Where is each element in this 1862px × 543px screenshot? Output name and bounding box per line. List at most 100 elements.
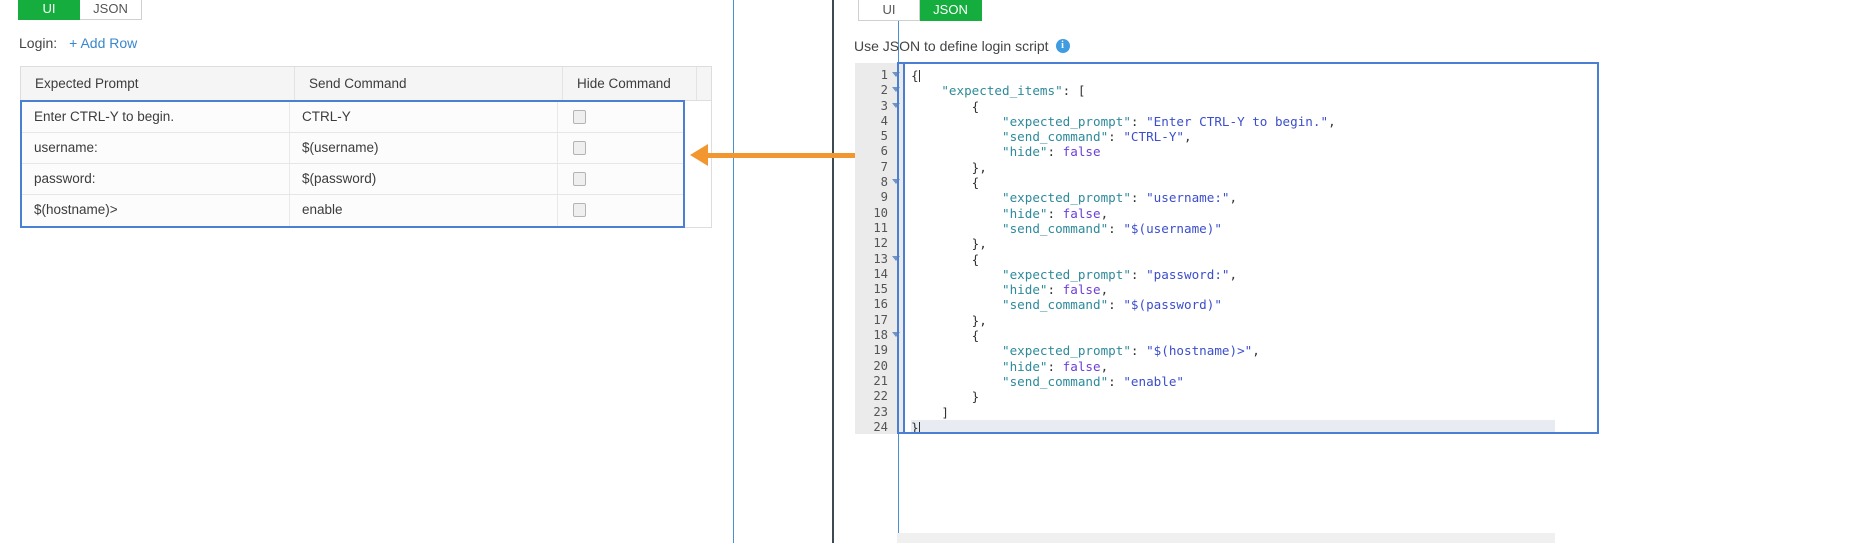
code-token-punct: : xyxy=(1108,297,1124,313)
code-token-plain xyxy=(911,328,972,343)
code-fold-chevron-down-icon[interactable] xyxy=(892,102,900,108)
editor-line-number: 11 xyxy=(873,220,888,235)
cell-send-command[interactable]: CTRL-Y xyxy=(290,102,558,132)
hide-command-checkbox[interactable] xyxy=(573,172,586,186)
editor-code-line: "send_command": "enable" xyxy=(911,374,1555,389)
code-token-punct: : xyxy=(1108,129,1124,145)
code-token-plain xyxy=(911,267,1002,282)
panel-divider-left xyxy=(733,0,734,543)
code-token-punct: ] xyxy=(941,404,949,420)
editor-code-line: "hide": false, xyxy=(911,206,1555,221)
column-header-expected-prompt: Expected Prompt xyxy=(21,67,295,100)
code-token-punct: , xyxy=(1229,190,1238,206)
tab-ui-right[interactable]: UI xyxy=(858,0,920,21)
arrow-left-head-icon xyxy=(690,144,708,166)
code-token-str: "$(password)" xyxy=(1123,297,1222,313)
hide-command-checkbox[interactable] xyxy=(573,141,586,155)
hide-command-checkbox[interactable] xyxy=(573,203,586,217)
code-token-punct: : xyxy=(1130,343,1147,359)
code-token-key: "hide" xyxy=(1002,358,1048,374)
code-token-plain xyxy=(911,99,972,114)
cell-expected-prompt[interactable]: username: xyxy=(22,133,290,163)
hide-command-checkbox[interactable] xyxy=(573,110,586,124)
table-header-row: Expected Prompt Send Command Hide Comman… xyxy=(21,67,711,101)
code-token-punct: }, xyxy=(971,159,987,175)
code-fold-chevron-down-icon[interactable] xyxy=(892,255,900,261)
editor-code-line: "send_command": "$(username)" xyxy=(911,221,1555,236)
code-fold-chevron-down-icon[interactable] xyxy=(892,332,900,338)
code-token-bool: false xyxy=(1062,282,1101,298)
code-fold-chevron-down-icon[interactable] xyxy=(892,72,900,77)
code-token-punct: }, xyxy=(971,236,987,252)
cell-hide-command xyxy=(558,195,683,226)
code-fold-chevron-down-icon[interactable] xyxy=(892,87,900,93)
ui-panel: UI JSON Login: + Add Row Expected Prompt… xyxy=(0,0,735,543)
info-icon[interactable]: i xyxy=(1055,39,1070,53)
code-token-plain xyxy=(911,221,1002,236)
editor-horizontal-scrollbar[interactable] xyxy=(897,533,1555,543)
code-token-key: "expected_prompt" xyxy=(1002,266,1131,282)
json-hint: Use JSON to define login script i xyxy=(854,38,1070,54)
editor-code-line: { xyxy=(911,328,1555,343)
editor-code-line: { xyxy=(911,175,1555,190)
code-token-key: "expected_prompt" xyxy=(1002,190,1131,206)
code-token-plain xyxy=(911,297,1002,312)
code-token-plain xyxy=(911,175,972,190)
code-token-key: "send_command" xyxy=(1002,297,1109,313)
code-token-punct: : xyxy=(1047,282,1063,298)
editor-code-line: }, xyxy=(911,160,1555,175)
editor-code-line: "expected_prompt": "password:", xyxy=(911,267,1555,282)
add-row-link[interactable]: + Add Row xyxy=(69,35,138,51)
editor-line-number: 15 xyxy=(873,282,888,297)
code-token-plain xyxy=(911,359,1002,374)
code-token-str: "$(hostname)>" xyxy=(1146,343,1253,359)
editor-code-line: "expected_prompt": "Enter CTRL-Y to begi… xyxy=(911,114,1555,129)
tab-json-left[interactable]: JSON xyxy=(80,0,142,20)
code-token-plain xyxy=(911,282,1002,297)
cell-expected-prompt[interactable]: $(hostname)> xyxy=(22,195,290,226)
editor-line-number: 18 xyxy=(855,328,903,343)
editor-code-area[interactable]: { "expected_items": [ { "expected_prompt… xyxy=(905,63,1555,434)
editor-line-number: 9 xyxy=(880,190,888,205)
login-script-table: Expected Prompt Send Command Hide Comman… xyxy=(20,66,712,228)
cell-expected-prompt[interactable]: Enter CTRL-Y to begin. xyxy=(22,102,290,132)
code-token-punct: : xyxy=(1108,220,1124,236)
code-token-punct: : xyxy=(1130,113,1147,129)
code-token-plain xyxy=(911,114,1002,129)
table-row[interactable]: Enter CTRL-Y to begin.CTRL-Y xyxy=(22,102,683,133)
code-token-punct: : xyxy=(1047,205,1063,221)
code-token-punct: } xyxy=(971,389,980,405)
code-token-key: "send_command" xyxy=(1002,220,1109,236)
editor-code-line: } xyxy=(911,389,1555,404)
cell-send-command[interactable]: $(username) xyxy=(290,133,558,163)
code-token-plain xyxy=(911,252,972,267)
table-row[interactable]: $(hostname)>enable xyxy=(22,195,683,226)
cell-send-command[interactable]: enable xyxy=(290,195,558,226)
cell-expected-prompt[interactable]: password: xyxy=(22,164,290,194)
right-view-tabs: UI JSON xyxy=(858,0,982,21)
table-row[interactable]: password:$(password) xyxy=(22,164,683,195)
tab-json-right[interactable]: JSON xyxy=(920,0,982,21)
cell-hide-command xyxy=(558,102,683,132)
cell-send-command[interactable]: $(password) xyxy=(290,164,558,194)
code-token-punct: { xyxy=(911,68,919,83)
code-fold-chevron-down-icon[interactable] xyxy=(892,179,900,185)
editor-code-line: "hide": false xyxy=(911,144,1555,159)
editor-code-line: }, xyxy=(911,313,1555,328)
column-header-hide-command: Hide Command xyxy=(563,67,697,100)
table-row[interactable]: username:$(username) xyxy=(22,133,683,164)
editor-code-line: "hide": false, xyxy=(911,282,1555,297)
editor-line-number: 21 xyxy=(873,373,888,388)
code-token-punct: : xyxy=(1047,144,1063,160)
code-token-bool: false xyxy=(1062,144,1101,160)
editor-code-line: "hide": false, xyxy=(911,359,1555,374)
code-token-key: "expected_items" xyxy=(941,83,1063,99)
code-token-plain xyxy=(911,313,972,328)
editor-code-line: }, xyxy=(911,236,1555,251)
code-token-str: "enable" xyxy=(1123,373,1184,389)
tab-ui-left[interactable]: UI xyxy=(18,0,80,20)
code-token-key: "send_command" xyxy=(1002,129,1109,145)
